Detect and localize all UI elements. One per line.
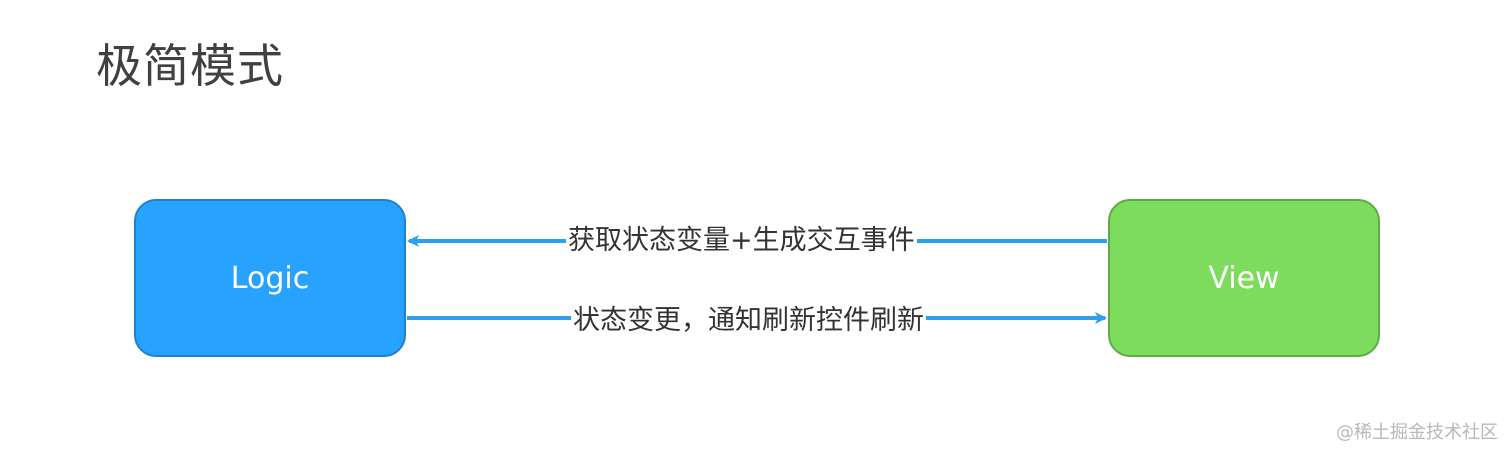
edge-label-logic-to-view: 状态变更，通知刷新控件刷新 [571,301,926,341]
watermark: @稀土掘金技术社区 [1336,422,1498,443]
view-node: View [1108,199,1380,357]
view-node-label: View [1208,260,1280,296]
logic-node: Logic [134,199,406,357]
page-title: 极简模式 [96,39,284,93]
edge-label-view-to-logic: 获取状态变量+生成交互事件 [566,221,917,261]
logic-node-label: Logic [230,260,310,296]
